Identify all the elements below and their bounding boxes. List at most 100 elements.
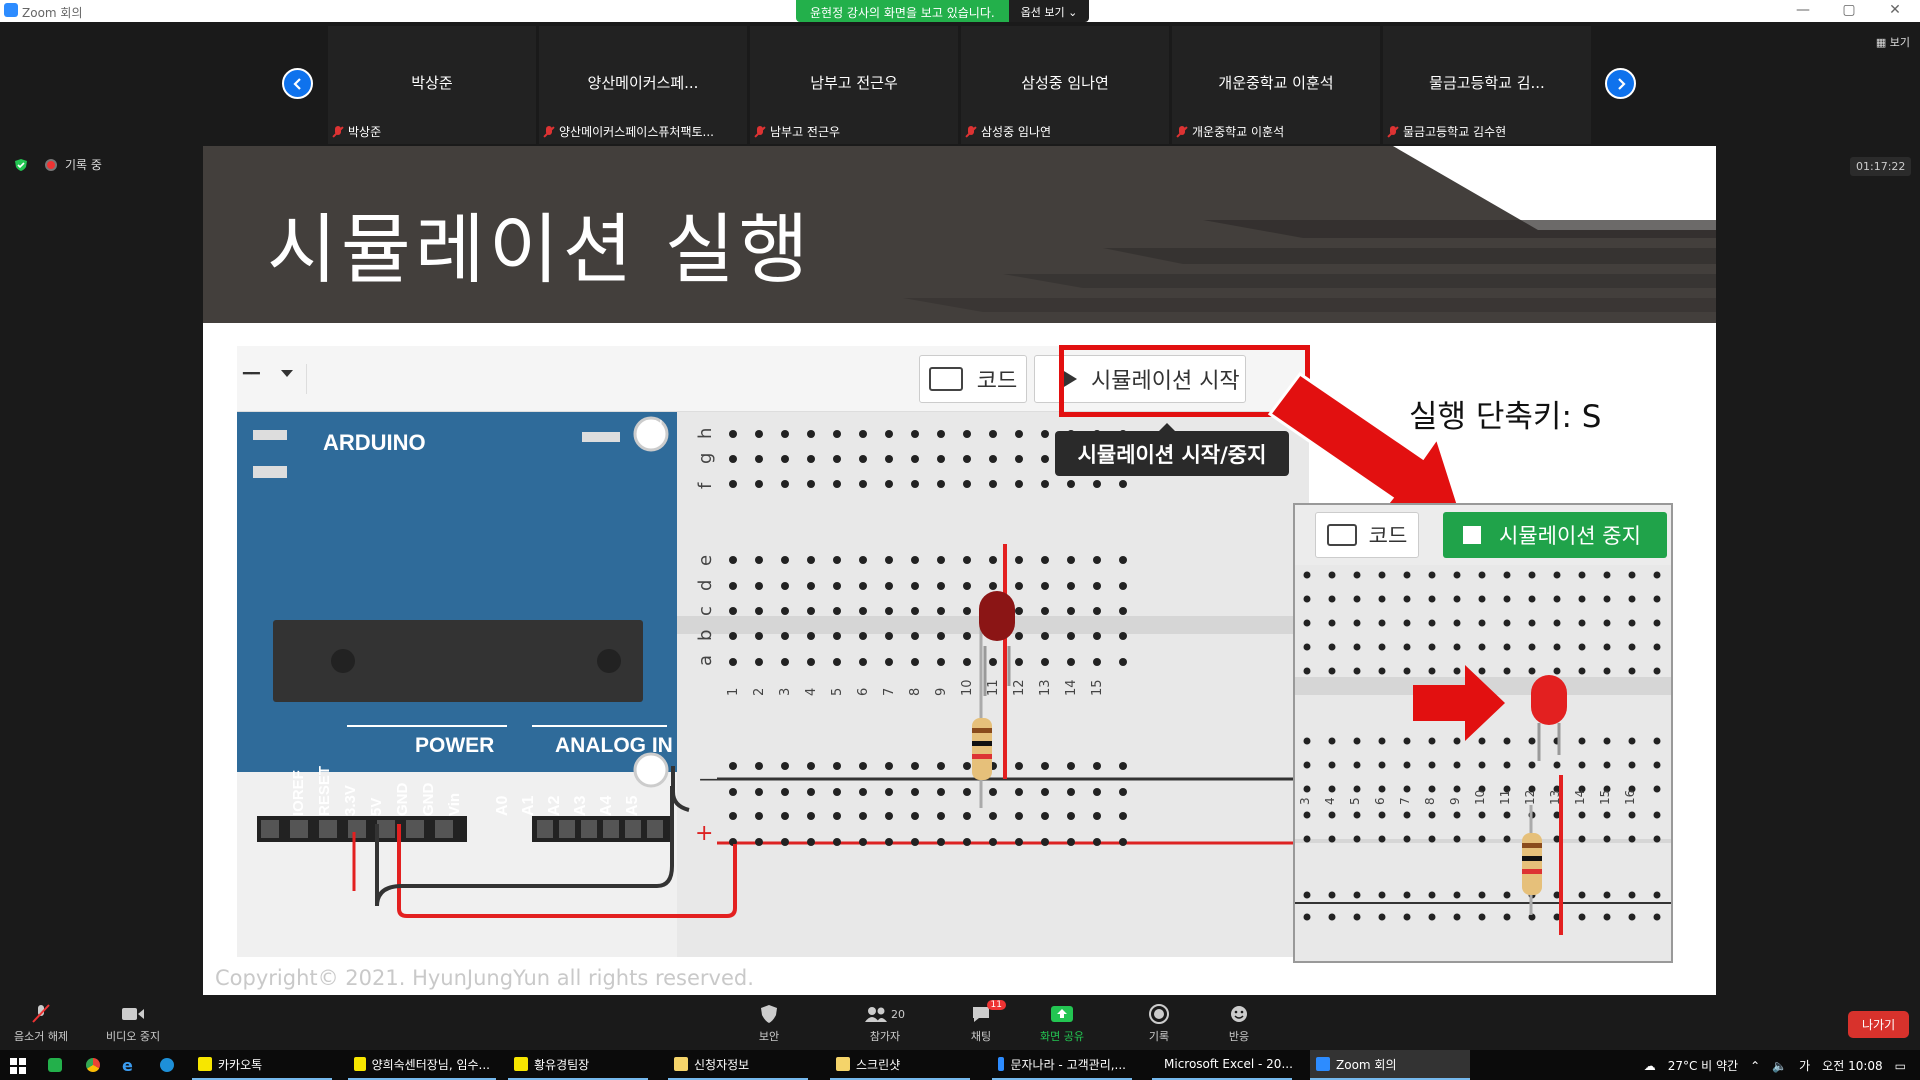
taskbar-app[interactable]: 카카오톡 <box>192 1050 332 1080</box>
column-label: 7 <box>882 688 897 696</box>
record-button[interactable]: 기록 <box>1146 1004 1172 1044</box>
breadboard-hole <box>911 430 919 438</box>
breadboard-hole <box>1503 643 1511 651</box>
breadboard-hole <box>1093 556 1101 564</box>
minimize-button[interactable]: — <box>1796 2 1810 18</box>
reactions-button[interactable]: 반응 <box>1226 1004 1252 1044</box>
header-pin <box>625 820 641 838</box>
pinned-app-icon[interactable] <box>48 1058 62 1072</box>
shield-icon[interactable] <box>14 158 28 172</box>
breadboard-hole <box>755 455 763 463</box>
column-label: 6 <box>856 688 871 696</box>
participant-tile[interactable]: 물금고등학교 김... 물금고등학교 김수현 <box>1383 26 1591 144</box>
breadboard-hole <box>1067 480 1075 488</box>
app-icon <box>354 1057 366 1071</box>
taskbar-app[interactable]: 황유경팀장 <box>508 1050 648 1080</box>
breadboard-hole <box>1428 891 1436 899</box>
breadboard-hole <box>1478 835 1486 843</box>
clock[interactable]: 오전 10:08 <box>1822 1059 1883 1073</box>
breadboard-hole <box>1041 607 1049 615</box>
column-label: 4 <box>804 688 819 696</box>
breadboard-hole <box>1015 556 1023 564</box>
ie-icon[interactable]: e <box>122 1056 133 1075</box>
shared-screen: 시뮬레이션 실행 ARDUINO ON POWER ANALOG IN IORE… <box>203 146 1716 995</box>
participant-tile[interactable]: 삼성중 임나연 삼성중 임나연 <box>961 26 1169 144</box>
taskbar-app[interactable]: 양희숙센터장님, 임수... <box>348 1050 496 1080</box>
breadboard-hole <box>1603 785 1611 793</box>
breadboard-hole <box>1478 785 1486 793</box>
chat-button[interactable]: 11 채팅 <box>968 1000 1006 1044</box>
recording-indicator[interactable]: 기록 중 <box>45 156 102 173</box>
breadboard-hole <box>833 455 841 463</box>
taskbar-app[interactable]: Microsoft Excel - 20... <box>1152 1050 1292 1080</box>
edge-icon[interactable] <box>160 1058 174 1072</box>
breadboard-hole <box>755 762 763 770</box>
column-label: 1 <box>726 688 741 696</box>
breadboard-hole <box>807 838 815 846</box>
arduino-logo-text: ARDUINO <box>323 430 426 455</box>
participant-label: 남부고 전근우 <box>770 125 841 139</box>
taskbar-app[interactable]: 문자나라 - 고객관리,... <box>992 1050 1132 1080</box>
breadboard-hole <box>807 788 815 796</box>
participant-tile[interactable]: 박상준 박상준 <box>328 26 536 144</box>
breadboard-hole <box>937 812 945 820</box>
start-simulation-button[interactable]: 시뮬레이션 시작 <box>1034 355 1246 403</box>
arduino-board <box>237 412 677 772</box>
breadboard-hole <box>1303 785 1311 793</box>
breadboard-hole <box>1067 658 1075 666</box>
column-label: 9 <box>934 688 949 696</box>
chrome-icon[interactable] <box>86 1058 100 1072</box>
stop-simulation-button[interactable]: 시뮬레이션 중지 <box>1443 512 1667 558</box>
ime-indicator[interactable]: 가 <box>1799 1059 1811 1073</box>
column-label: 5 <box>830 688 845 696</box>
column-label: 3 <box>778 688 793 696</box>
share-banner: 윤현정 강사의 화면을 보고 있습니다. 옵션 보기 ⌄ <box>796 0 1090 22</box>
share-screen-icon <box>1049 1004 1075 1024</box>
row-label: d <box>695 580 716 591</box>
breadboard-hole <box>859 838 867 846</box>
component-dropdown[interactable]: ━━ <box>237 364 307 394</box>
breadboard-hole <box>1015 812 1023 820</box>
breadboard-hole <box>807 607 815 615</box>
breadboard-hole <box>781 480 789 488</box>
header-pin <box>377 820 395 838</box>
view-button[interactable]: ▦ 보기 <box>1875 36 1910 49</box>
breadboard-hole <box>989 812 997 820</box>
mic-muted-icon <box>332 125 344 138</box>
unmute-button[interactable]: 음소거 해제 <box>14 1004 68 1044</box>
breadboard-hole <box>1303 619 1311 627</box>
windows-start-icon[interactable] <box>10 1058 26 1074</box>
taskbar-app[interactable]: 신청자정보 <box>668 1050 808 1080</box>
view-options-button[interactable]: 옵션 보기 ⌄ <box>1008 0 1090 22</box>
participants-button[interactable]: 20 참가자 <box>862 1004 908 1044</box>
breadboard-hole <box>989 556 997 564</box>
next-page-button[interactable] <box>1605 68 1636 99</box>
breadboard-hole <box>1119 762 1127 770</box>
taskbar-app[interactable]: 스크린샷 <box>830 1050 970 1080</box>
breadboard-hole <box>1578 835 1586 843</box>
breadboard-hole <box>1503 595 1511 603</box>
participant-tile[interactable]: 양산메이커스페... 양산메이커스페이스퓨처팩토... <box>539 26 747 144</box>
leave-button[interactable]: 나가기 <box>1848 1011 1910 1038</box>
breadboard-hole <box>1303 643 1311 651</box>
volume-icon[interactable]: 🔈 <box>1772 1058 1788 1073</box>
taskbar-app[interactable]: Zoom 회의 <box>1310 1050 1470 1080</box>
close-button[interactable]: ✕ <box>1889 2 1901 18</box>
notification-icon[interactable]: ▭ <box>1894 1058 1906 1073</box>
inset-code-button[interactable]: 코드 <box>1315 512 1419 558</box>
participant-tile[interactable]: 개운중학교 이훈석 개운중학교 이훈석 <box>1172 26 1380 144</box>
participant-tile[interactable]: 남부고 전근우 남부고 전근우 <box>750 26 958 144</box>
chevron-up-icon[interactable]: ⌃ <box>1750 1058 1761 1073</box>
breadboard-hole <box>911 788 919 796</box>
mic-muted-icon <box>543 125 555 138</box>
analog-pin-label: A0 <box>494 795 511 816</box>
code-button[interactable]: 코드 <box>919 355 1027 403</box>
breadboard-hole <box>807 455 815 463</box>
stop-video-button[interactable]: 비디오 중지 <box>106 1004 160 1044</box>
prev-page-button[interactable] <box>282 68 313 99</box>
restore-button[interactable]: ▢ <box>1842 2 1856 18</box>
security-button[interactable]: 보안 <box>756 1004 782 1044</box>
breadboard-hole <box>729 632 737 640</box>
share-screen-button[interactable]: 화면 공유 <box>1040 1004 1084 1044</box>
